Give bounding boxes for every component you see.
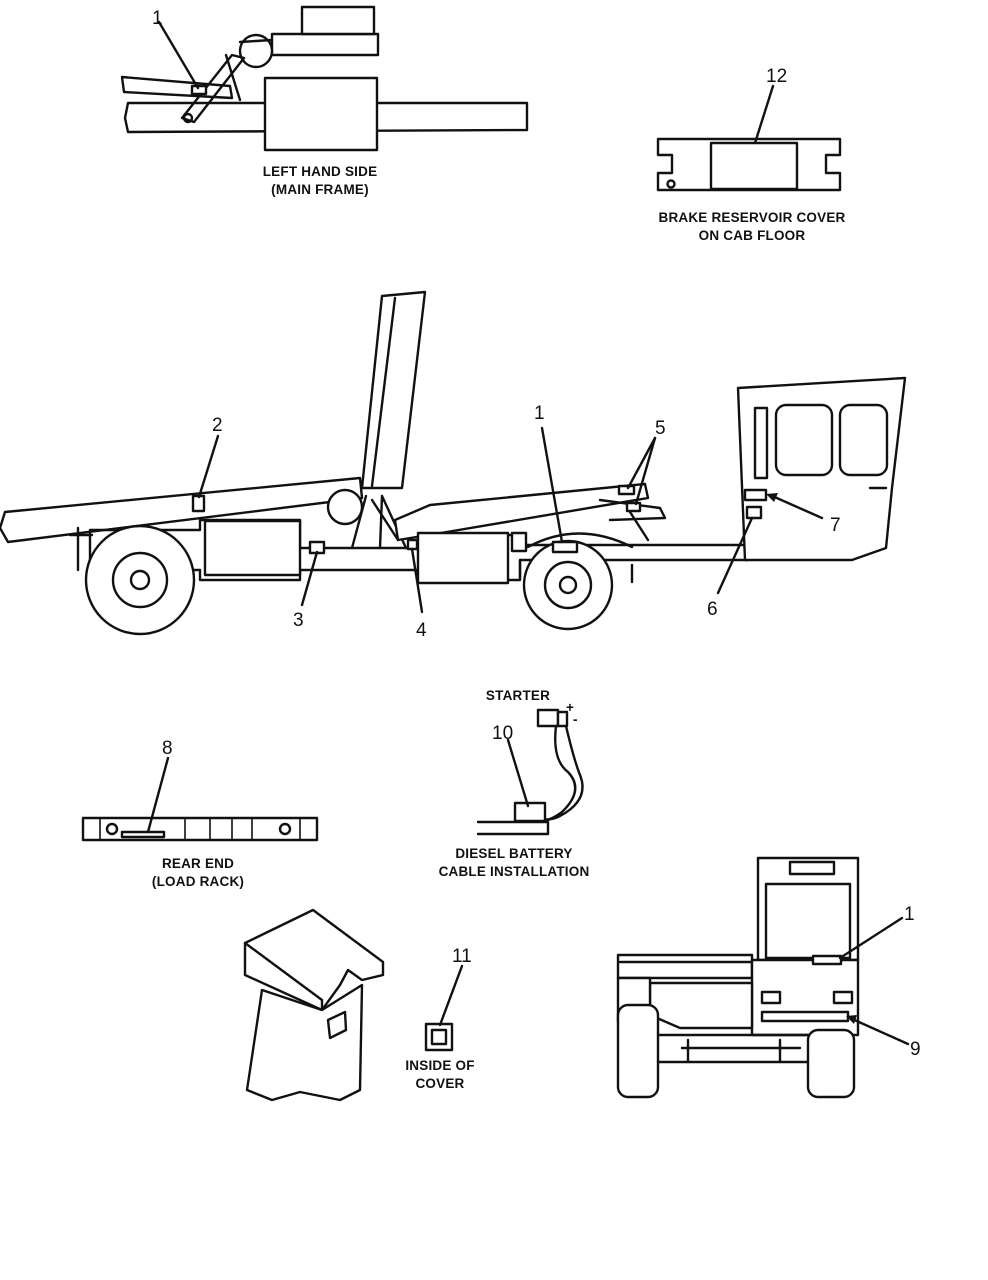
callout-4: 4 xyxy=(416,620,427,641)
callout-6: 6 xyxy=(707,599,718,620)
cover-view xyxy=(243,908,385,1102)
caption-inside-of: INSIDE OF xyxy=(405,1058,474,1073)
brake-reservoir-cover-view: 12 BRAKE RESERVOIR COVER ON CAB FLOOR xyxy=(656,66,846,243)
callout-2: 2 xyxy=(212,415,223,436)
caption-rear-end: REAR END xyxy=(162,856,234,871)
callout-10: 10 xyxy=(492,723,513,744)
callout-1-mid: 1 xyxy=(534,403,545,424)
caption-brake-reservoir-1: BRAKE RESERVOIR COVER xyxy=(659,210,846,225)
callout-1-front: 1 xyxy=(904,904,915,925)
inside-of-cover-view: 11 INSIDE OF COVER xyxy=(405,946,474,1091)
callout-9: 9 xyxy=(910,1039,921,1060)
rear-end-view: 8 REAR END (LOAD RACK) xyxy=(81,738,319,889)
plus-sign: + xyxy=(566,700,574,715)
truck-side-view: 2 1 5 7 3 4 6 xyxy=(0,290,907,641)
callout-7: 7 xyxy=(830,515,841,536)
truck-front-view: 1 9 xyxy=(616,856,921,1099)
caption-starter: STARTER xyxy=(486,688,550,703)
caption-left-hand-side: LEFT HAND SIDE xyxy=(263,164,378,179)
callout-5: 5 xyxy=(655,418,666,439)
caption-main-frame: (MAIN FRAME) xyxy=(271,182,369,197)
main-frame-view: 1 LEFT HAND SIDE (MAIN FRAME) xyxy=(120,5,529,197)
callout-3: 3 xyxy=(293,610,304,631)
caption-diesel-battery-1: DIESEL BATTERY xyxy=(455,846,572,861)
callout-1-top: 1 xyxy=(152,8,163,29)
diesel-battery-view: STARTER + - 10 DIESEL BATTERY CABLE INST… xyxy=(439,688,590,879)
minus-sign: - xyxy=(573,712,578,727)
callout-12: 12 xyxy=(766,66,787,87)
callout-11: 11 xyxy=(452,946,472,967)
callout-8: 8 xyxy=(162,738,173,759)
caption-diesel-battery-2: CABLE INSTALLATION xyxy=(439,864,590,879)
caption-load-rack: (LOAD RACK) xyxy=(152,874,244,889)
caption-cover: COVER xyxy=(415,1076,464,1091)
caption-brake-reservoir-2: ON CAB FLOOR xyxy=(699,228,806,243)
